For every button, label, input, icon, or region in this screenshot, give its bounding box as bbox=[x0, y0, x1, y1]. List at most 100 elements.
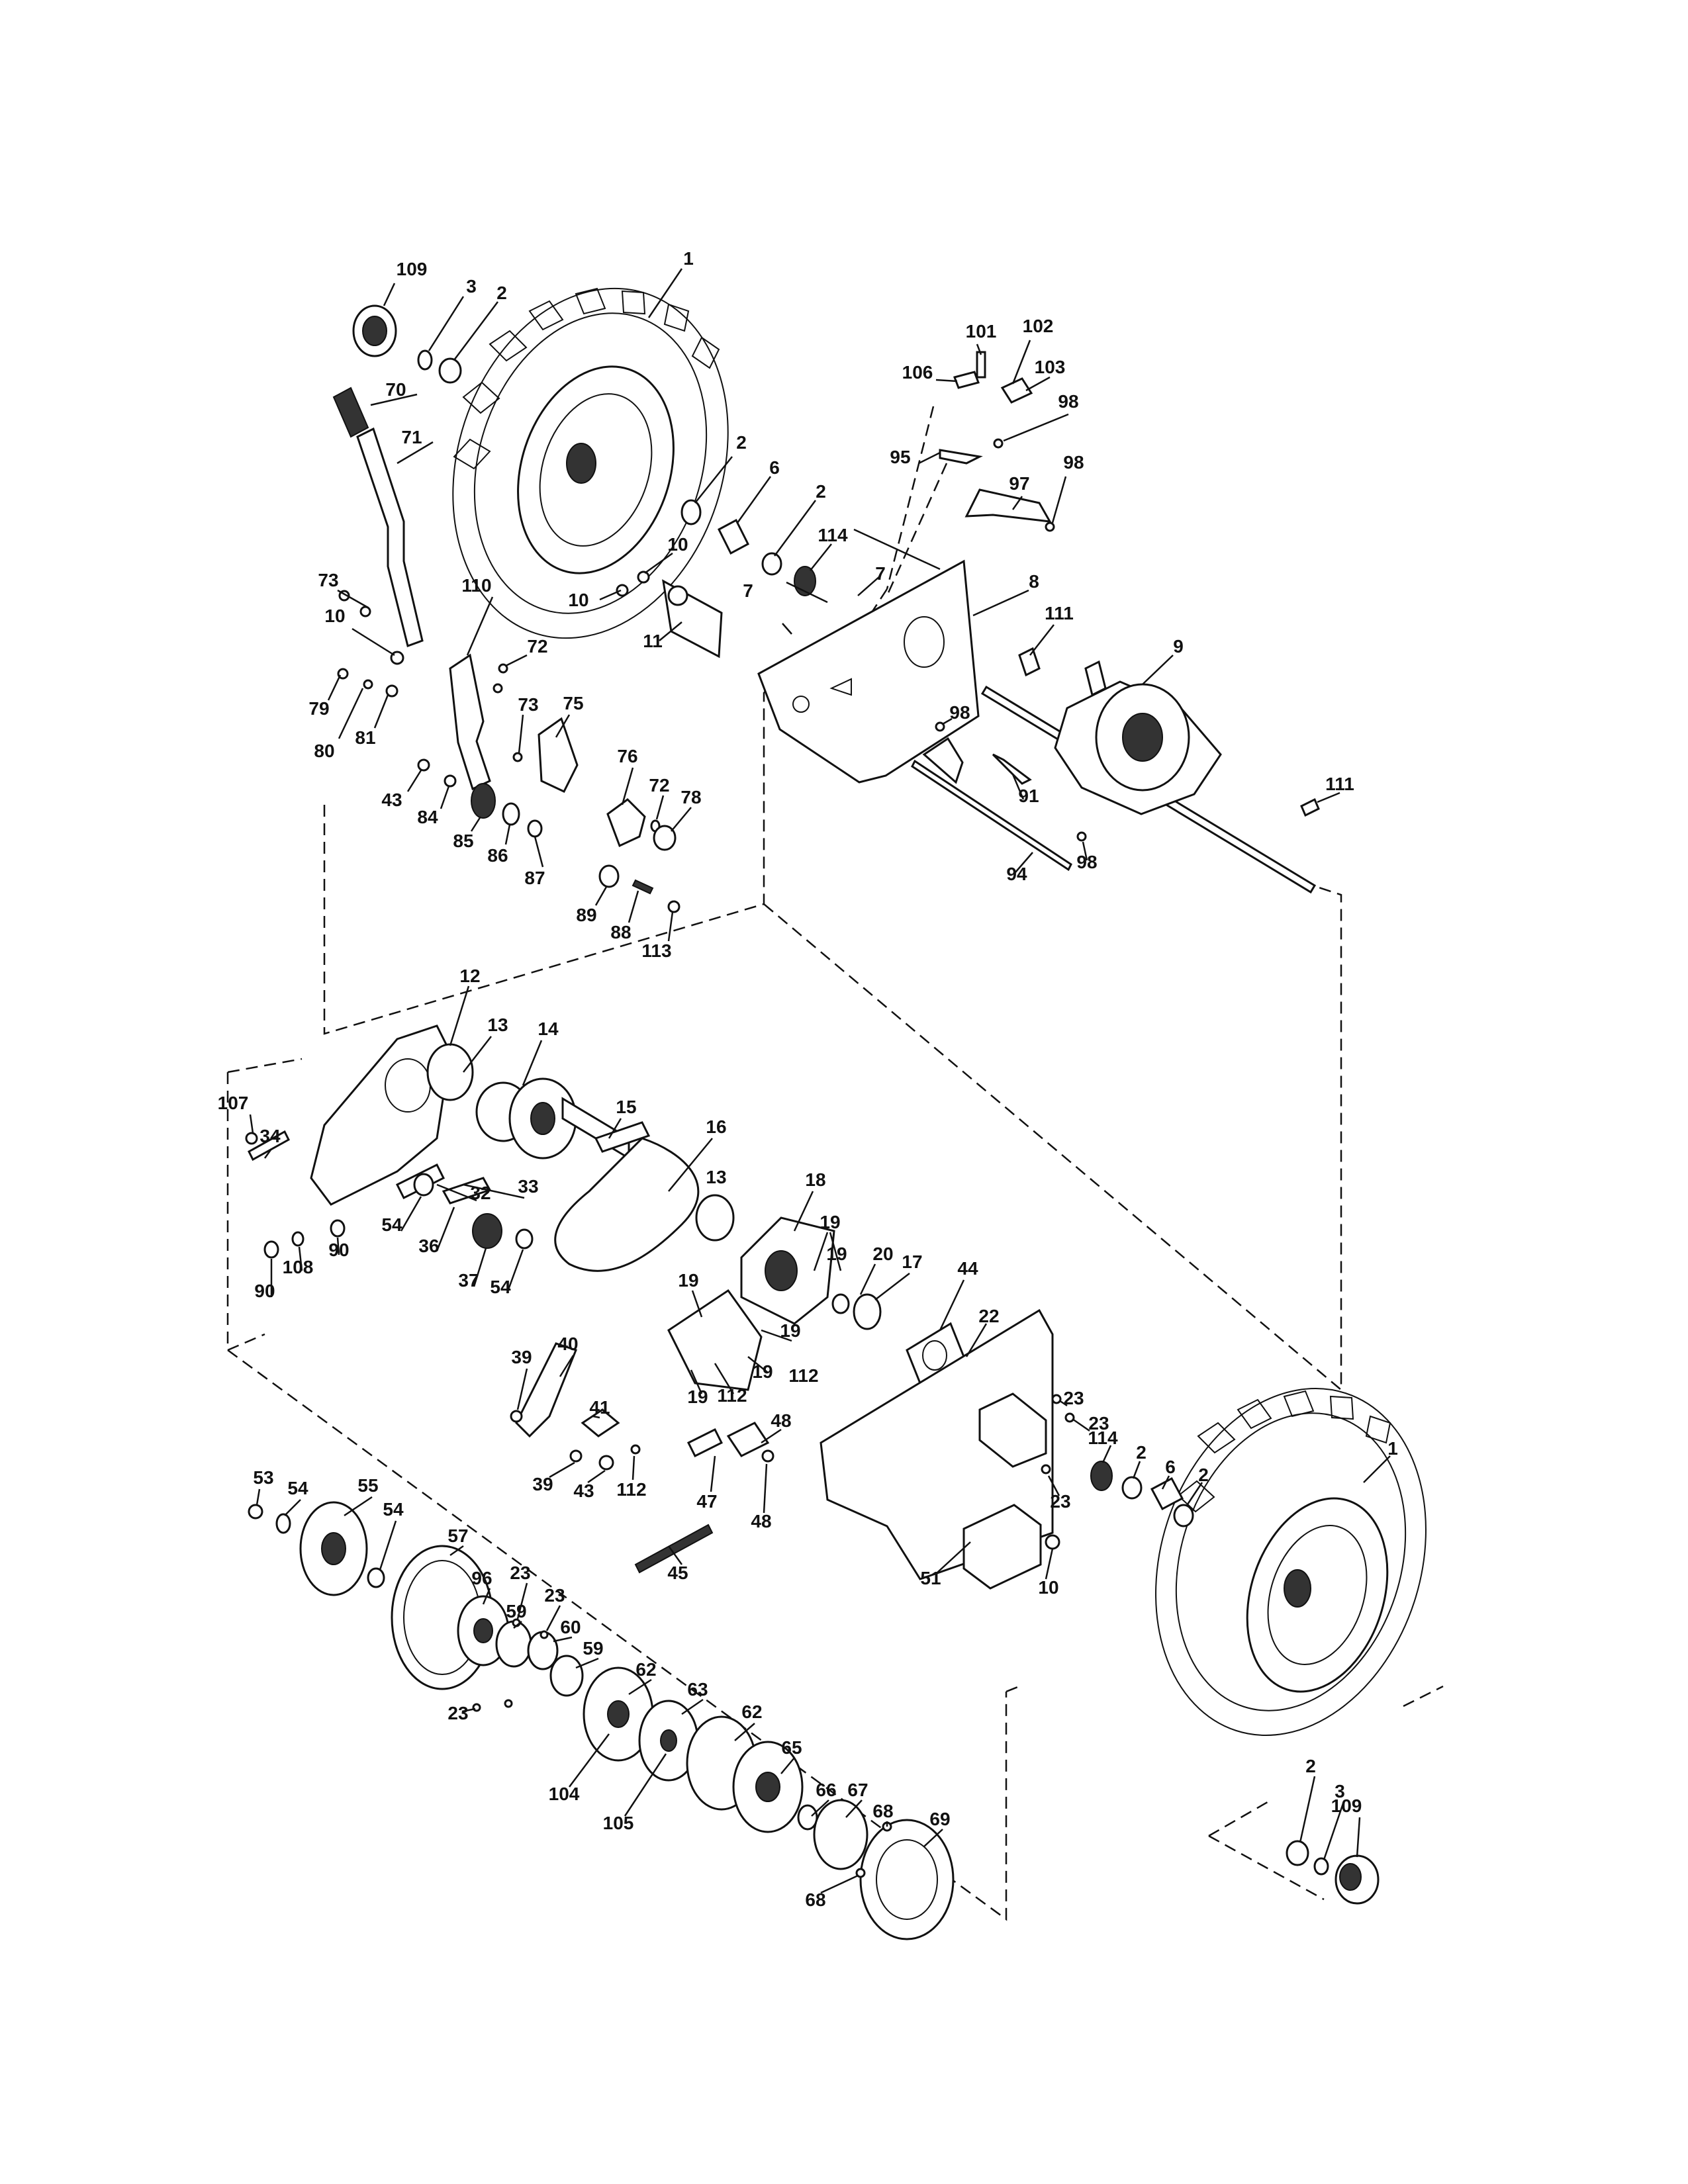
part-label: 57 bbox=[447, 1525, 468, 1546]
part-label: 51 bbox=[920, 1568, 941, 1588]
part-label: 2 bbox=[816, 481, 826, 502]
part-label: 23 bbox=[447, 1703, 468, 1723]
part-label: 98 bbox=[1058, 391, 1078, 412]
part-label: 71 bbox=[401, 427, 422, 447]
part-label: 86 bbox=[487, 845, 508, 866]
part-label: 36 bbox=[418, 1236, 439, 1256]
part-label: 62 bbox=[741, 1702, 762, 1722]
part-label: 91 bbox=[1018, 786, 1039, 806]
part-label: 54 bbox=[381, 1214, 402, 1235]
part-label: 3 bbox=[466, 276, 477, 296]
part-label: 79 bbox=[308, 698, 329, 719]
part-label: 2 bbox=[736, 432, 747, 453]
part-label: 70 bbox=[385, 379, 406, 400]
part-label: 1 bbox=[1387, 1438, 1398, 1459]
part-label: 111 bbox=[1325, 774, 1354, 794]
part-label: 13 bbox=[487, 1015, 508, 1035]
part-label: 104 bbox=[549, 1784, 580, 1804]
part-label: 54 bbox=[490, 1277, 511, 1297]
part-label: 63 bbox=[687, 1679, 708, 1700]
part-label: 17 bbox=[902, 1251, 922, 1272]
part-label: 55 bbox=[357, 1475, 378, 1496]
part-label: 90 bbox=[254, 1281, 275, 1301]
part-label: 10 bbox=[667, 534, 688, 555]
part-label: 19 bbox=[826, 1244, 847, 1264]
part-label: 9 bbox=[1173, 636, 1184, 657]
part-label: 6 bbox=[1165, 1457, 1176, 1477]
part-label: 102 bbox=[1023, 316, 1054, 336]
part-label: 81 bbox=[355, 727, 375, 748]
part-label: 19 bbox=[780, 1320, 800, 1341]
part-label: 110 bbox=[461, 575, 491, 596]
part-label: 43 bbox=[381, 790, 402, 810]
part-label: 62 bbox=[635, 1659, 656, 1680]
part-label: 40 bbox=[557, 1334, 578, 1354]
part-label: 2 bbox=[1305, 1756, 1316, 1776]
center-plate-parts bbox=[599, 456, 1029, 784]
part-label: 2 bbox=[1136, 1442, 1147, 1463]
part-label: 33 bbox=[518, 1176, 538, 1197]
part-label: 20 bbox=[872, 1244, 893, 1264]
part-label: 10 bbox=[1038, 1577, 1058, 1598]
part-label: 18 bbox=[805, 1169, 825, 1190]
part-label: 85 bbox=[453, 831, 473, 851]
part-label: 90 bbox=[328, 1240, 349, 1260]
part-label: 39 bbox=[532, 1474, 553, 1494]
part-label: 65 bbox=[781, 1737, 802, 1758]
part-label: 44 bbox=[957, 1258, 978, 1279]
part-label: 87 bbox=[524, 868, 545, 888]
part-label: 67 bbox=[847, 1780, 868, 1800]
part-label: 73 bbox=[518, 694, 538, 715]
part-label: 23 bbox=[1050, 1491, 1070, 1512]
part-label: 10 bbox=[324, 606, 345, 626]
part-label: 48 bbox=[771, 1410, 791, 1431]
part-label: 23 bbox=[544, 1585, 565, 1606]
part-label: 10 bbox=[568, 590, 588, 610]
part-label: 16 bbox=[706, 1116, 726, 1137]
part-label: 23 bbox=[1088, 1413, 1109, 1433]
part-label: 76 bbox=[617, 746, 637, 766]
part-label: 112 bbox=[616, 1479, 646, 1500]
part-label: 109 bbox=[1331, 1796, 1362, 1816]
dashed-outline-lower bbox=[226, 1058, 1020, 1921]
part-label: 108 bbox=[283, 1257, 314, 1277]
part-label: 88 bbox=[610, 922, 631, 942]
part-label: 103 bbox=[1035, 357, 1066, 377]
part-label: 105 bbox=[603, 1813, 634, 1833]
part-label: 59 bbox=[506, 1601, 526, 1621]
part-label: 7 bbox=[743, 580, 753, 601]
gear-case bbox=[245, 985, 713, 1297]
part-label: 112 bbox=[788, 1365, 818, 1386]
right-hub-parts bbox=[1286, 1776, 1380, 1905]
part-label: 111 bbox=[1045, 603, 1074, 623]
part-label: 19 bbox=[687, 1387, 708, 1407]
part-label: 22 bbox=[978, 1306, 999, 1326]
part-label: 53 bbox=[253, 1467, 273, 1488]
upper-left-parts bbox=[332, 268, 683, 791]
part-label: 72 bbox=[649, 775, 669, 796]
part-label: 15 bbox=[616, 1097, 636, 1117]
part-label: 8 bbox=[1029, 571, 1039, 592]
part-label: 78 bbox=[680, 787, 701, 807]
part-label: 113 bbox=[641, 940, 671, 961]
part-label: 98 bbox=[1076, 852, 1097, 872]
part-label: 98 bbox=[1063, 452, 1084, 473]
part-label: 6 bbox=[769, 457, 780, 478]
part-label: 98 bbox=[949, 702, 970, 723]
frame-housing bbox=[820, 1308, 1391, 1590]
part-label: 109 bbox=[397, 259, 428, 279]
part-label: 60 bbox=[560, 1617, 581, 1637]
dashed-outline-right-wheel bbox=[1208, 1685, 1444, 1901]
part-label: 97 bbox=[1009, 473, 1029, 494]
part-label: 19 bbox=[678, 1270, 698, 1291]
part-label: 7 bbox=[875, 563, 886, 584]
part-label: 107 bbox=[218, 1093, 249, 1113]
part-label: 19 bbox=[752, 1361, 773, 1382]
part-label: 106 bbox=[902, 362, 933, 383]
part-label: 80 bbox=[314, 741, 334, 761]
part-label: 66 bbox=[816, 1780, 836, 1800]
part-label: 68 bbox=[805, 1889, 825, 1910]
part-label: 14 bbox=[538, 1019, 559, 1039]
